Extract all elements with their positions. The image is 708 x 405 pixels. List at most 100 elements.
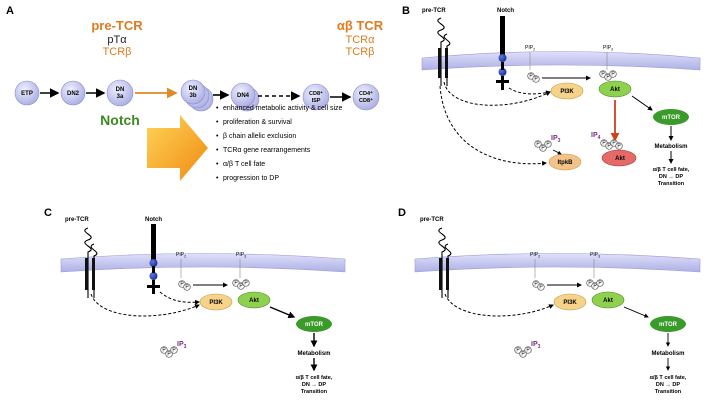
d-ip3-p2: [519, 350, 527, 358]
b-pretcr-label: pre-TCR: [422, 8, 446, 14]
outcome-5: α/β T cell fate: [223, 161, 265, 168]
outcome-1: enhanced metabolic activity & cell size: [223, 105, 343, 112]
c-notch-ball-1: [149, 259, 158, 267]
c-membrane: [60, 253, 346, 273]
d-pip3-p3: [596, 279, 604, 287]
c-ip3-p3-letter: P: [172, 348, 176, 354]
c-akt-label: Akt: [249, 298, 259, 304]
b-ip4-label: IP4: [591, 132, 601, 141]
big-orange-arrow: [147, 115, 208, 181]
c-akt: [237, 291, 271, 309]
b-pip3-p1-letter: P: [601, 72, 605, 78]
c-ip3-label: IP3: [177, 341, 187, 350]
c-fate-2: DN → DP: [302, 382, 326, 388]
cell-etp-label: ETP: [21, 91, 33, 97]
panel-a: A pre-TCR pTα TCRβ αβ TCR TCRα TCRβ ETP …: [6, 5, 384, 182]
d-mtor-label: mTOR: [659, 322, 678, 328]
b-ip3-p3: [544, 140, 552, 148]
d-pi3k-label: PI3K: [563, 300, 577, 306]
d-pip3-p2-letter: P: [593, 284, 597, 290]
cell-dn3b-label-1: DN: [189, 86, 198, 92]
b-pip3-label: PIP3: [603, 45, 613, 52]
c-dash-pretcr-pi3k: [90, 293, 200, 317]
cell-isp-label-1: CD8⁺: [309, 90, 323, 97]
c-arrow-akt-mtor: [269, 306, 296, 319]
tcrb-label: TCRβ: [103, 46, 132, 58]
b-dash-pretcr-itpkb: [439, 85, 547, 166]
c-pip3-p3-letter: P: [244, 281, 248, 287]
b-pip2-p1-letter: P: [529, 74, 533, 80]
c-ip3-p3: [170, 346, 178, 354]
b-ip3-p1-letter: P: [536, 142, 540, 148]
tcrb-label-2: TCRβ: [346, 46, 375, 58]
d-pip2-p2: [537, 283, 545, 291]
b-pi3k: [550, 82, 584, 100]
cell-isp-label-2: ISP: [312, 98, 321, 104]
d-pretcr-chain-1: [438, 227, 446, 298]
d-dash-pretcr-pi3k: [444, 293, 554, 317]
b-arrow-akt-mtor: [631, 95, 653, 111]
cell-dn2: [60, 80, 86, 106]
panel-label-a: A: [6, 5, 14, 17]
b-akt-red-label: Akt: [615, 156, 625, 162]
d-pretcr-label: pre-TCR: [420, 217, 444, 223]
b-ip3-label: IP3: [551, 135, 561, 144]
d-pip3-p1-letter: P: [588, 281, 592, 287]
tcra-label: TCRα: [346, 34, 376, 46]
c-pip3-p1-letter: P: [234, 281, 238, 287]
b-ip4-p3-letter: P: [612, 141, 616, 147]
d-pip3-p3-letter: P: [598, 281, 602, 287]
c-notch-bar: [151, 224, 156, 261]
c-ip3-p2: [165, 350, 173, 358]
d-ip3-p3: [524, 346, 532, 354]
c-notch-ball-2: [149, 272, 158, 280]
c-mtor: [296, 316, 332, 332]
outcome-6: progression to DP: [223, 175, 279, 182]
d-fate-2: DN → DP: [656, 382, 680, 388]
b-pi3k-label: PI3K: [560, 89, 574, 95]
b-notch-bar: [500, 16, 505, 56]
c-fate-3: Transition: [301, 389, 328, 395]
b-pip3-p3-letter: P: [611, 72, 615, 78]
d-ip3-p3-letter: P: [526, 348, 530, 354]
b-itpkb: [548, 153, 582, 171]
panel-label-b: B: [402, 5, 410, 17]
c-mtor-label: mTOR: [305, 322, 324, 328]
cell-dn4-label: DN4: [237, 93, 250, 99]
outcome-3: β chain allelic exclusion: [223, 133, 296, 140]
c-notch-stem: [152, 266, 155, 273]
outcome-bullet-1: •: [216, 105, 219, 112]
outcome-bullet-4: •: [216, 147, 219, 154]
outcome-2: proliferation & survival: [223, 119, 292, 126]
b-akt-red: [601, 149, 637, 167]
b-notch-cross: [496, 80, 509, 83]
d-pip2-p1-letter: P: [534, 282, 538, 288]
c-ip3-p1: [160, 346, 168, 354]
b-fate-3: Transition: [658, 181, 685, 187]
b-pip3-p3: [609, 70, 617, 78]
b-ip3-p3-letter: P: [546, 142, 550, 148]
pta-label: pTα: [107, 34, 127, 46]
c-pip2-p2-letter: P: [185, 285, 189, 291]
c-pi3k: [199, 293, 233, 311]
d-akt-label: Akt: [603, 298, 613, 304]
cell-dp-label-2: CD8⁺: [359, 97, 373, 104]
cell-dn3a: [106, 79, 134, 107]
d-ip3-label: IP3: [531, 341, 541, 350]
c-pip2-label: PIP2: [176, 252, 186, 259]
b-pretcr-chain-2: [443, 33, 451, 86]
d-pip3-label: PIP3: [590, 252, 600, 259]
cell-dp-label-1: CD4⁺: [359, 90, 373, 97]
d-pretcr-tm-2: [446, 258, 449, 290]
d-ip3-p1: [514, 346, 522, 354]
outcome-4: TCRα gene rearrangements: [223, 147, 311, 154]
b-fate-1: α/β T cell fate,: [653, 167, 690, 173]
notch-label: Notch: [100, 112, 140, 128]
cell-dn2-label: DN2: [67, 91, 80, 97]
outcome-bullet-3: •: [216, 133, 219, 140]
c-fate-1: α/β T cell fate,: [296, 375, 333, 381]
d-pip2-p2-letter: P: [539, 285, 543, 291]
cell-isp: [302, 83, 330, 111]
d-akt: [591, 291, 625, 309]
